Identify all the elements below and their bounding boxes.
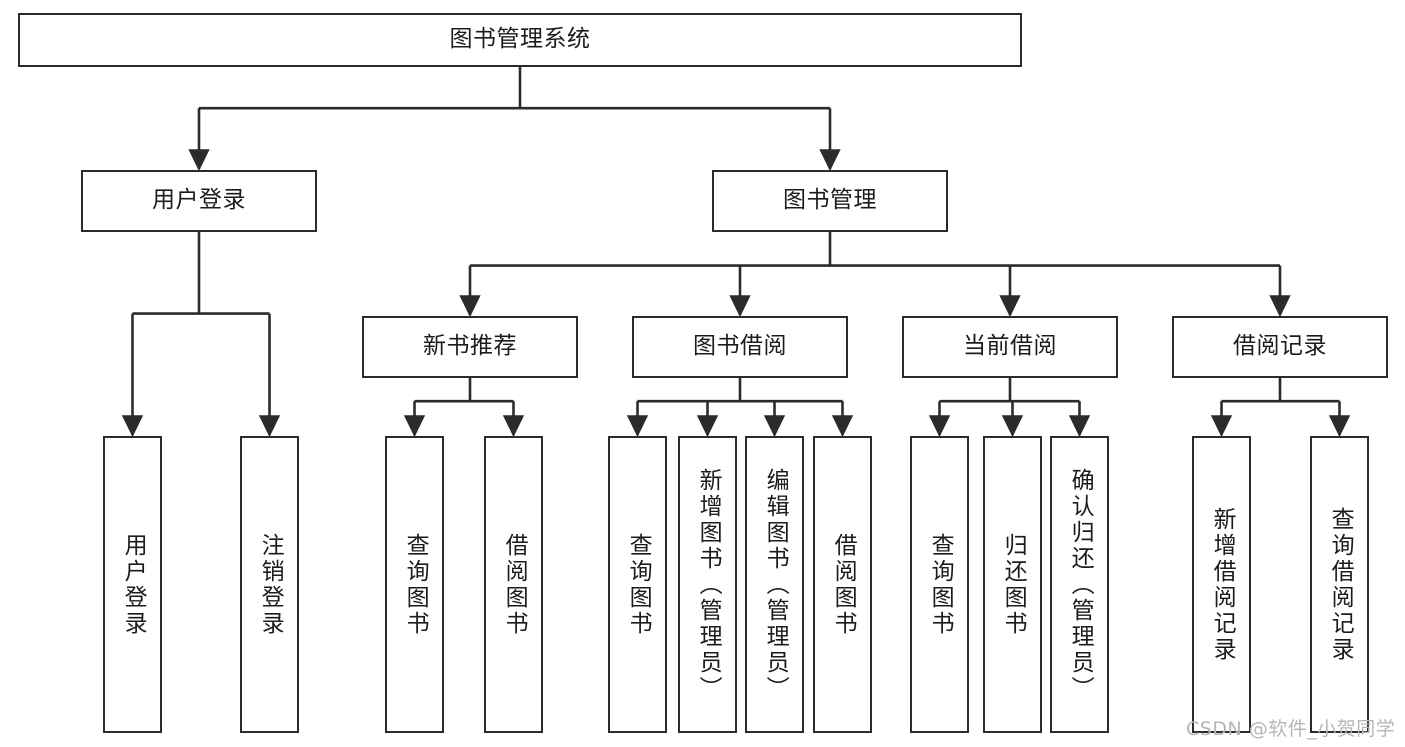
node-label: 图书借阅 xyxy=(693,333,787,360)
node-label: 查询图书 xyxy=(402,532,429,637)
node-leaf-borrow-book-2[interactable]: 借阅图书 xyxy=(813,436,872,733)
node-label: 查询图书 xyxy=(625,532,652,637)
node-label: 借阅图书 xyxy=(830,532,857,637)
node-leaf-query-record[interactable]: 查询借阅记录 xyxy=(1310,436,1369,733)
node-label: 新增图书（管理员） xyxy=(695,467,722,702)
node-book-manage[interactable]: 图书管理 xyxy=(712,170,948,232)
node-label: 归还图书 xyxy=(1000,532,1027,637)
node-leaf-borrow-book-1[interactable]: 借阅图书 xyxy=(484,436,543,733)
node-label: 当前借阅 xyxy=(963,333,1057,360)
node-new-book-rec[interactable]: 新书推荐 xyxy=(362,316,578,378)
node-label: 查询图书 xyxy=(927,532,954,637)
node-leaf-user-logout[interactable]: 注销登录 xyxy=(240,436,299,733)
node-leaf-query-book-3[interactable]: 查询图书 xyxy=(910,436,969,733)
node-root[interactable]: 图书管理系统 xyxy=(18,13,1022,67)
node-label: 图书管理 xyxy=(783,187,877,214)
node-leaf-return-book[interactable]: 归还图书 xyxy=(983,436,1042,733)
node-label: 借阅图书 xyxy=(501,532,528,637)
node-label: 用户登录 xyxy=(152,187,246,214)
node-label: 借阅记录 xyxy=(1233,333,1327,360)
node-leaf-add-book[interactable]: 新增图书（管理员） xyxy=(678,436,737,733)
node-current-borrow[interactable]: 当前借阅 xyxy=(902,316,1118,378)
node-label: 新增借阅记录 xyxy=(1209,506,1236,663)
node-leaf-add-record[interactable]: 新增借阅记录 xyxy=(1192,436,1251,733)
node-user-login[interactable]: 用户登录 xyxy=(81,170,317,232)
node-leaf-edit-book[interactable]: 编辑图书（管理员） xyxy=(745,436,804,733)
node-borrow-record[interactable]: 借阅记录 xyxy=(1172,316,1388,378)
node-label: 确认归还（管理员） xyxy=(1067,467,1094,702)
node-book-borrow[interactable]: 图书借阅 xyxy=(632,316,848,378)
node-leaf-user-login[interactable]: 用户登录 xyxy=(103,436,162,733)
node-label: 注销登录 xyxy=(257,532,284,637)
node-label: 图书管理系统 xyxy=(449,26,591,53)
node-leaf-confirm-return[interactable]: 确认归还（管理员） xyxy=(1050,436,1109,733)
csdn-watermark: CSDN @软件_小贺同学 xyxy=(1186,718,1396,740)
node-label: 查询借阅记录 xyxy=(1327,506,1354,663)
node-leaf-query-book-1[interactable]: 查询图书 xyxy=(385,436,444,733)
node-label: 用户登录 xyxy=(120,532,147,637)
node-leaf-query-book-2[interactable]: 查询图书 xyxy=(608,436,667,733)
node-label: 编辑图书（管理员） xyxy=(762,467,789,702)
node-label: 新书推荐 xyxy=(423,333,517,360)
